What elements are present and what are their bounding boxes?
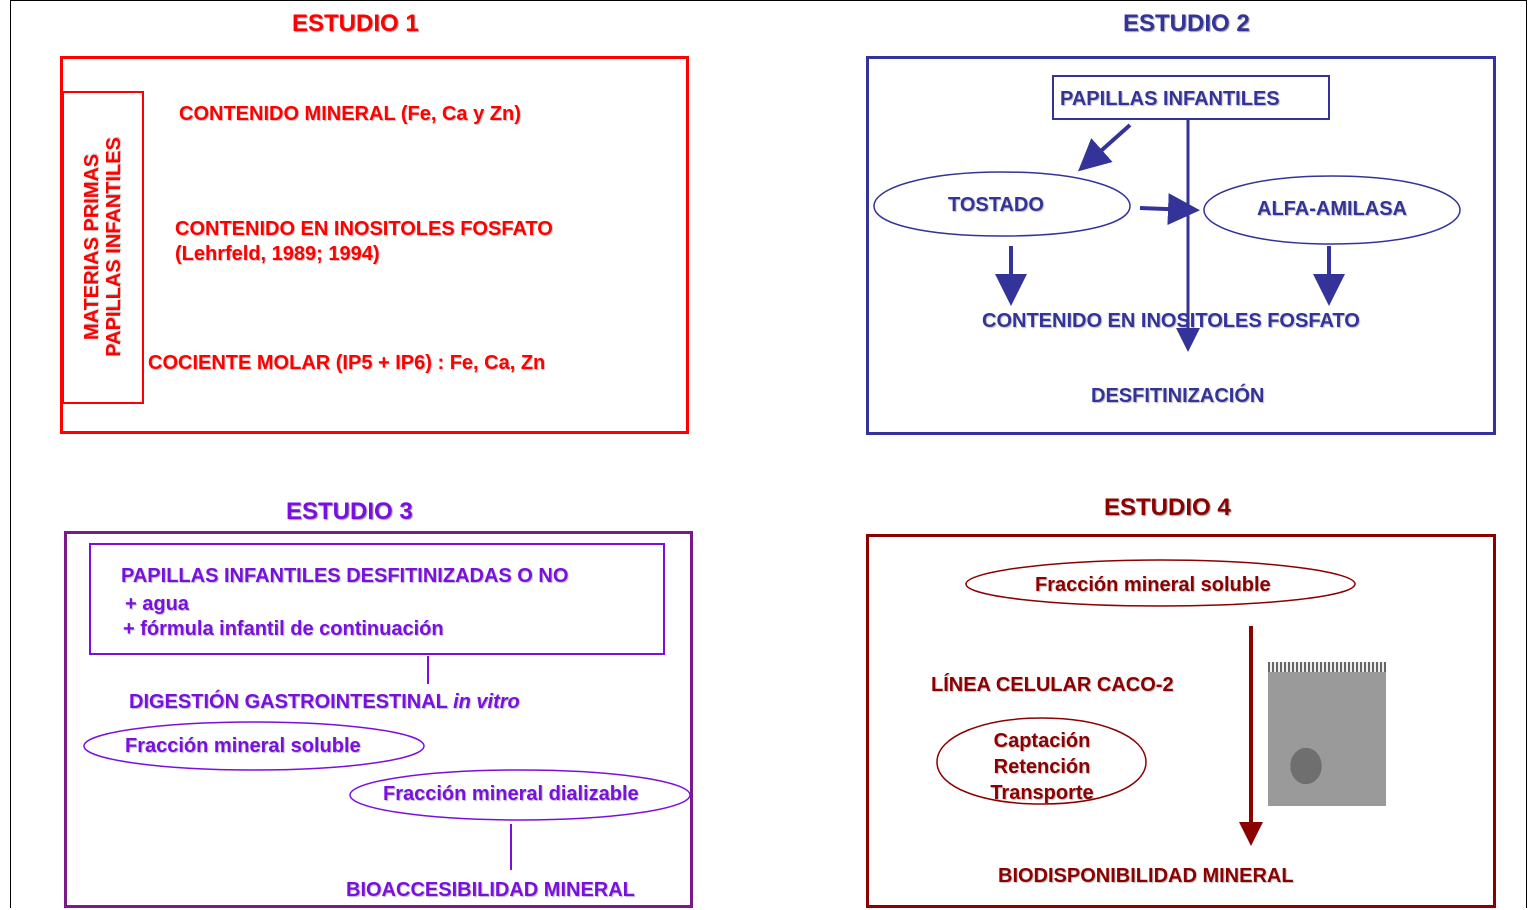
study2-process-amylase: ALFA-AMILASA: [1257, 198, 1407, 220]
study3-digestion: DIGESTIÓN GASTROINTESTINAL in vitro: [129, 691, 520, 714]
study2-process-toasting: TOSTADO: [948, 194, 1044, 216]
study1-title: ESTUDIO 1: [292, 10, 419, 37]
study4-title: ESTUDIO 4: [1104, 494, 1231, 521]
study1-side-box: [62, 91, 144, 404]
study1-item-mineral: CONTENIDO MINERAL (Fe, Ca y Zn): [179, 103, 521, 125]
study3-box: [64, 531, 693, 908]
study4-result: BIODISPONIBILIDAD MINERAL: [998, 865, 1294, 887]
study2-source: PAPILLAS INFANTILES: [1060, 88, 1280, 110]
study3-input-line1: PAPILLAS INFANTILES DESFITINIZADAS O NO: [121, 565, 569, 587]
study2-title: ESTUDIO 2: [1123, 10, 1250, 37]
study1-item-molar: COCIENTE MOLAR (IP5 + IP6) : Fe, Ca, Zn: [148, 352, 546, 374]
study3-fraction-dialyzable: Fracción mineral dializable: [383, 783, 639, 805]
step-retention: Retención: [993, 756, 1091, 778]
study1-item-reference: (Lehrfeld, 1989; 1994): [175, 243, 380, 265]
study4-cell-line: LÍNEA CELULAR CACO-2: [931, 674, 1174, 696]
study3-ellipse-soluble: [83, 721, 425, 771]
step-uptake: Captación: [993, 730, 1091, 752]
digestion-italic: in vitro: [453, 691, 520, 713]
study2-ellipse-amylase: [1203, 175, 1461, 245]
study4-fraction: Fracción mineral soluble: [1035, 574, 1271, 596]
study2-result-dephytinization: DESFITINIZACIÓN: [1091, 385, 1265, 407]
study4-steps: Captación Retención Transporte: [990, 728, 1093, 806]
study3-title: ESTUDIO 3: [286, 498, 413, 525]
study3-input-line3: + fórmula infantil de continuación: [123, 618, 444, 640]
study2-arrow-source-to-toasting: [1078, 123, 1132, 172]
study3-input-line2: + agua: [125, 593, 189, 615]
study4-ellipse-fraction: [965, 559, 1356, 607]
study2-ellipse-toasting: [873, 171, 1131, 237]
study2-arrow-toasting-to-amylase: [1139, 193, 1200, 226]
study3-result: BIOACCESIBILIDAD MINERAL: [346, 879, 635, 901]
study1-item-inositol: CONTENIDO EN INOSITOLES FOSFATO: [175, 218, 553, 240]
study2-source-box: [1052, 75, 1330, 120]
page-frame: [10, 0, 1527, 908]
study3-fraction-soluble: Fracción mineral soluble: [125, 735, 361, 757]
study3-input-box: [89, 543, 665, 655]
study4-box: [866, 534, 1496, 908]
step-transport: Transporte: [990, 782, 1094, 804]
study4-ellipse-steps: [936, 717, 1147, 805]
study1-box: [60, 56, 689, 434]
study3-ellipse-dialyzable: [349, 769, 691, 821]
caco2-cell-micrograph: [1268, 662, 1386, 806]
study2-result-inositol: CONTENIDO EN INOSITOLES FOSFATO: [982, 310, 1360, 332]
digestion-label: DIGESTIÓN GASTROINTESTINAL: [129, 691, 454, 713]
study2-box: [866, 56, 1496, 435]
